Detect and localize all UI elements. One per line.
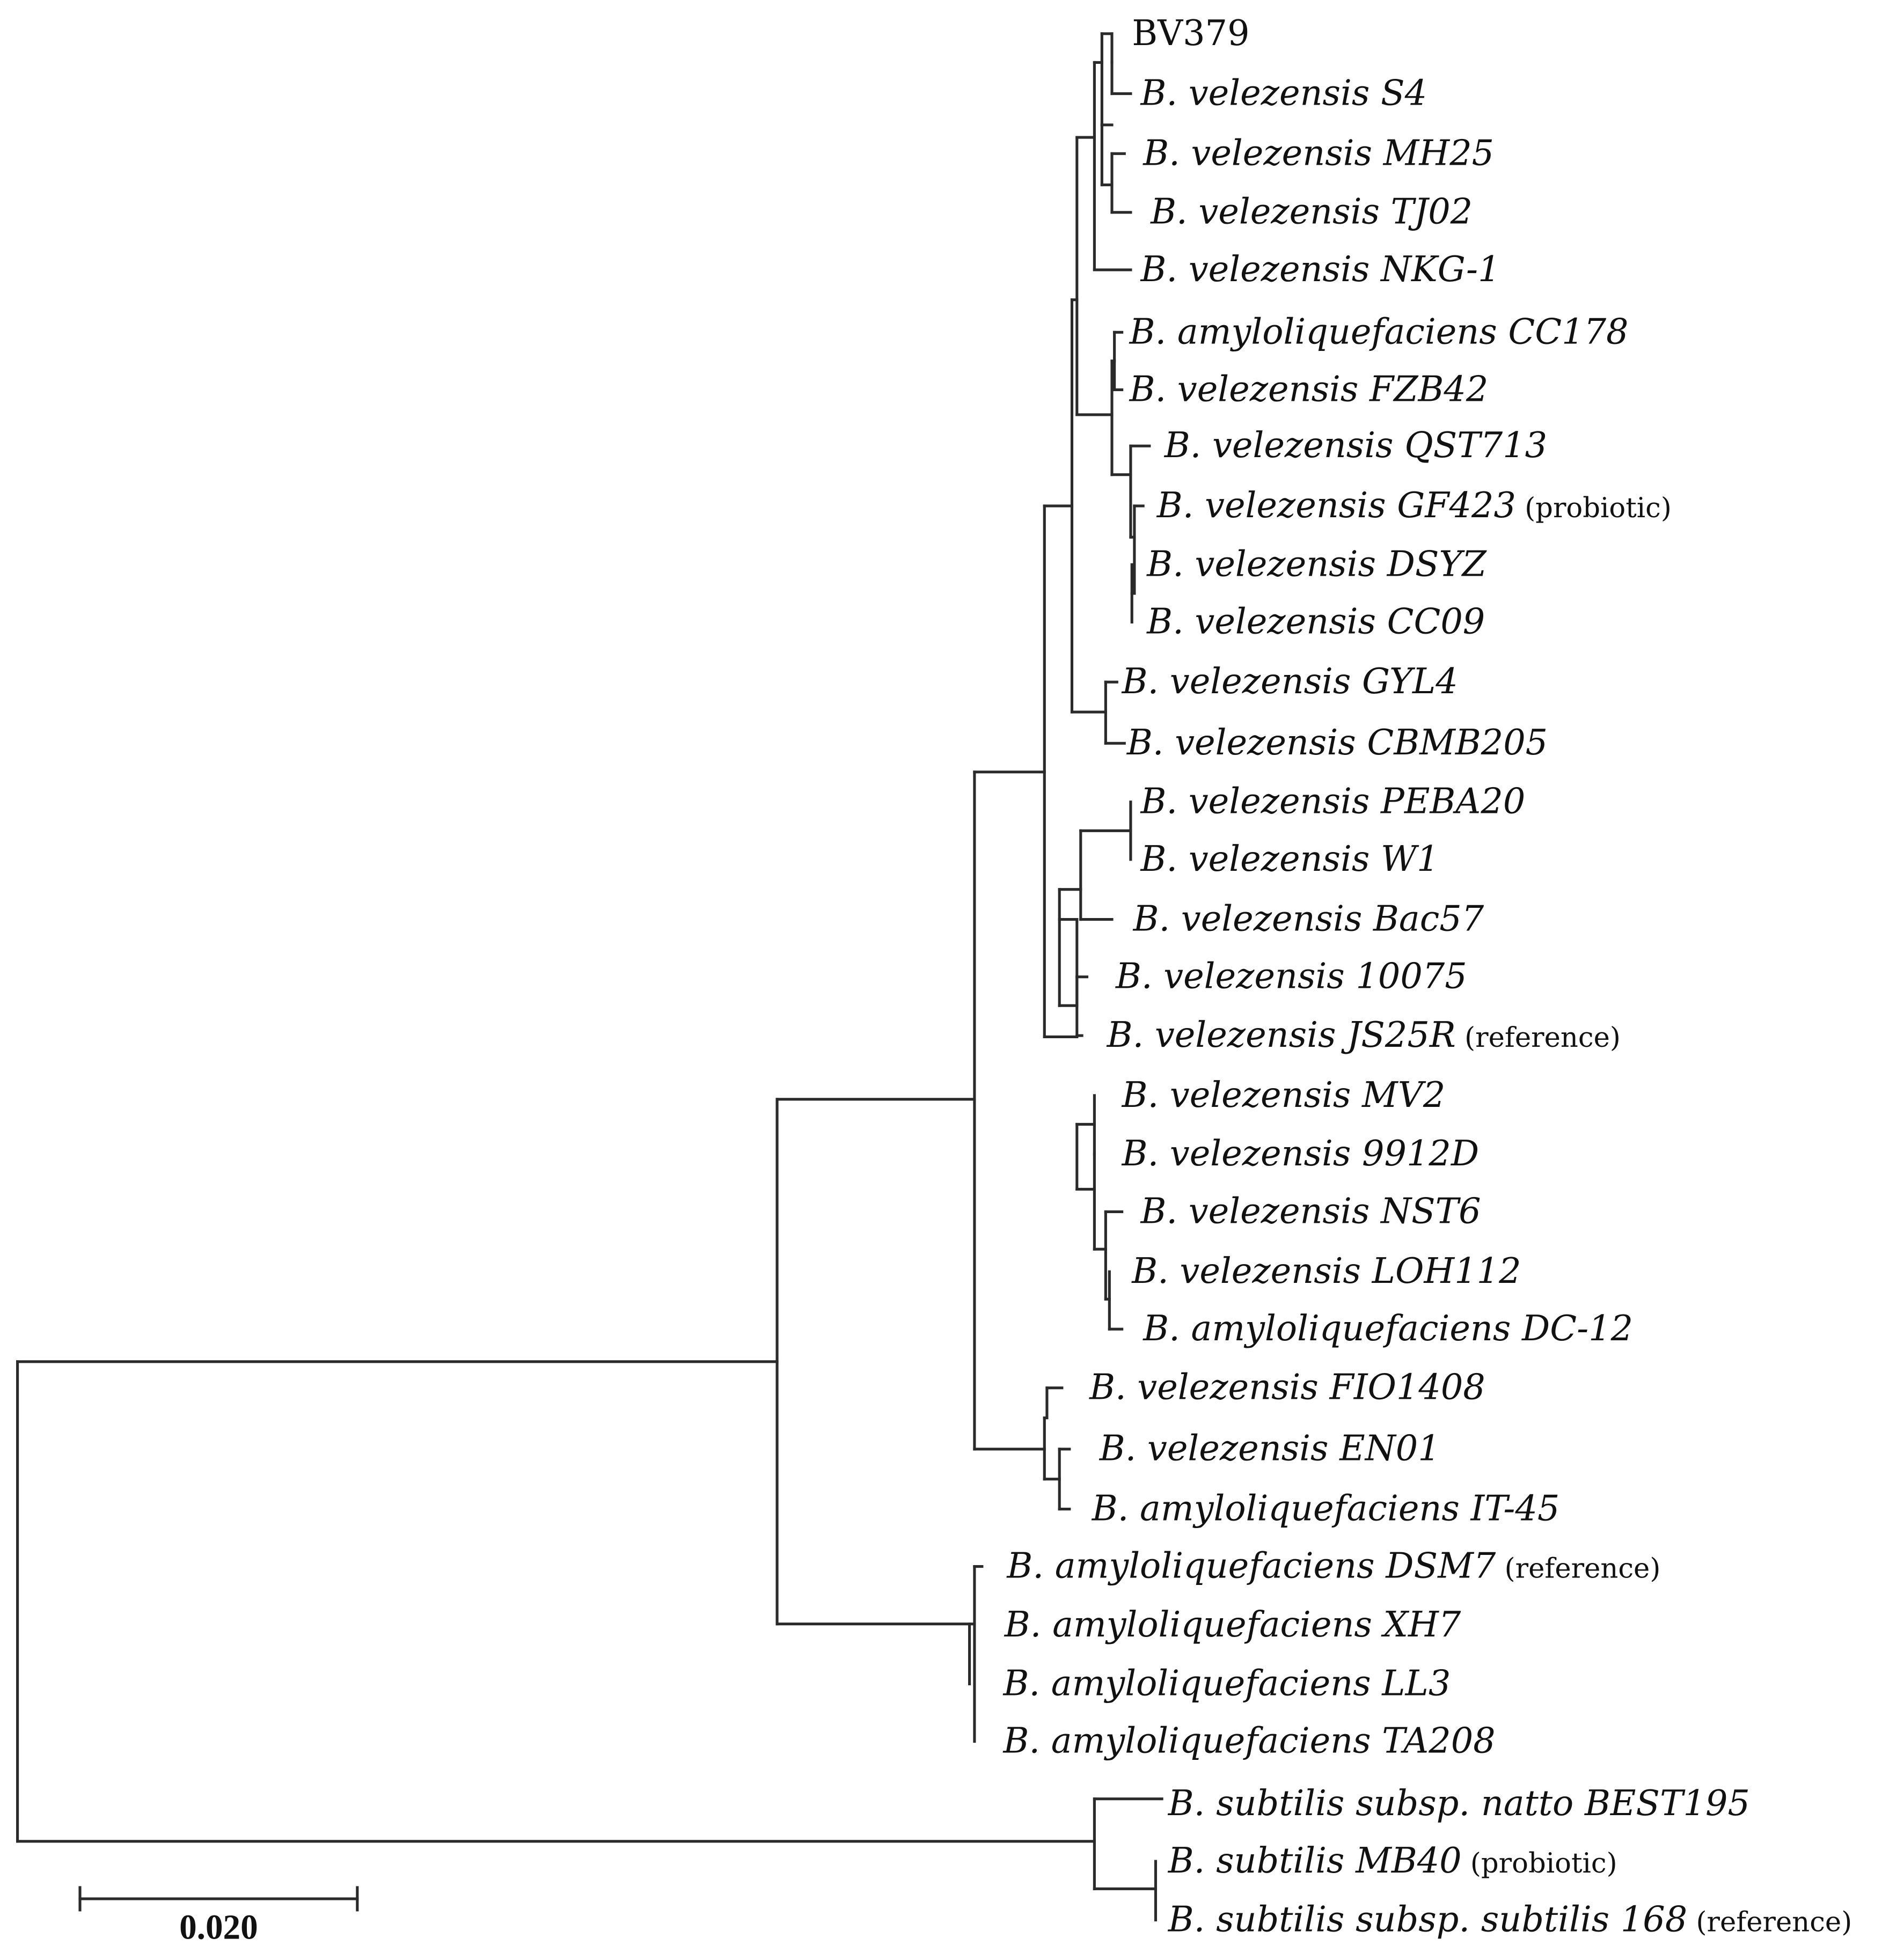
leaf-label-MV2: B. velezensis MV2 [1122,1075,1446,1115]
species-name: B. velezensis 10075 [1115,956,1467,997]
species-name: B. velezensis DSYZ [1146,544,1487,584]
leaf-label-DSM7: B. amyloliquefaciens DSM7 (reference) [1006,1546,1660,1587]
species-name: B. velezensis NKG-1 [1140,249,1500,290]
leaf-label-LOH112: B. velezensis LOH112 [1131,1251,1521,1291]
species-name: B. velezensis MV2 [1122,1075,1446,1115]
leaf-label-MB40: B. subtilis MB40 (probiotic) [1168,1840,1617,1881]
species-name: B. velezensis EN01 [1099,1428,1440,1469]
strain-note: (probiotic) [1516,492,1672,524]
leaf-label-TA208: B. amyloliquefaciens TA208 [1002,1721,1495,1761]
leaf-label-IT-45: B. amyloliquefaciens IT-45 [1092,1488,1560,1529]
strain-note: (reference) [1687,1906,1852,1938]
species-name: B. subtilis MB40 [1168,1840,1462,1881]
leaf-label-BEST195: B. subtilis subsp. natto BEST195 [1168,1783,1750,1824]
species-name: B. velezensis CC09 [1146,601,1485,642]
species-name: B. amyloliquefaciens IT-45 [1092,1488,1560,1529]
leaf-label-S4: B. velezensis S4 [1140,73,1427,114]
strain-name: BV379 [1132,13,1249,54]
leaf-label-JS25R: B. velezensis JS25R (reference) [1107,1015,1621,1055]
species-name: B. velezensis NST6 [1140,1191,1481,1231]
species-name: B. velezensis QST713 [1164,425,1547,466]
species-name: B. velezensis Bac57 [1133,899,1484,939]
leaf-label-GF423: B. velezensis GF423 (probiotic) [1156,485,1672,526]
leaf-label-LL3: B. amyloliquefaciens LL3 [1002,1663,1451,1704]
species-name: B. subtilis subsp. subtilis 168 [1168,1899,1687,1940]
species-name: B. velezensis CBMB205 [1126,722,1548,763]
leaf-label-GYL4: B. velezensis GYL4 [1122,661,1458,702]
leaf-label-MH25: B. velezensis MH25 [1143,133,1494,173]
leaf-label-Bac57: B. velezensis Bac57 [1133,899,1484,939]
species-name: B. velezensis FIO1408 [1089,1367,1485,1408]
leaf-label-CBMB205: B. velezensis CBMB205 [1126,722,1548,763]
leaf-label-FIO1408: B. velezensis FIO1408 [1089,1367,1485,1408]
leaf-label-QST713: B. velezensis QST713 [1164,425,1547,466]
species-name: B. amyloliquefaciens XH7 [1004,1604,1461,1645]
leaf-label-XH7: B. amyloliquefaciens XH7 [1004,1604,1461,1645]
leaf-label-9912D: B. velezensis 9912D [1122,1133,1480,1174]
strain-note: (probiotic) [1462,1847,1617,1880]
species-name: B. velezensis JS25R [1107,1015,1456,1055]
species-name: B. amyloliquefaciens DSM7 [1006,1546,1496,1587]
leaf-label-FZB42: B. velezensis FZB42 [1129,369,1489,409]
scale-bar: 0.020 [78,1886,359,1947]
tree-branches [16,32,1163,1922]
species-name: B. amyloliquefaciens LL3 [1002,1663,1451,1704]
species-name: B. amyloliquefaciens CC178 [1129,311,1629,352]
scale-bar-label: 0.020 [179,1908,258,1947]
species-name: B. velezensis 9912D [1122,1133,1480,1174]
strain-note: (reference) [1496,1553,1660,1585]
leaf-label-168: B. subtilis subsp. subtilis 168 (referen… [1168,1899,1852,1940]
leaf-label-NST6: B. velezensis NST6 [1140,1191,1481,1231]
species-name: B. velezensis GF423 [1156,485,1516,526]
leaf-label-DSYZ: B. velezensis DSYZ [1146,544,1487,584]
leaf-label-W1: B. velezensis W1 [1140,839,1439,879]
species-name: B. velezensis W1 [1140,839,1439,879]
leaf-label-CC09: B. velezensis CC09 [1146,601,1485,642]
species-name: B. velezensis TJ02 [1150,192,1473,232]
species-name: B. velezensis S4 [1140,73,1427,114]
species-name: B. amyloliquefaciens TA208 [1002,1721,1495,1761]
species-name: B. velezensis FZB42 [1129,369,1489,409]
species-name: B. amyloliquefaciens DC-12 [1143,1308,1633,1349]
species-name: B. velezensis PEBA20 [1140,781,1526,822]
leaf-label-TJ02: B. velezensis TJ02 [1150,192,1473,232]
leaf-label-EN01: B. velezensis EN01 [1099,1428,1440,1469]
species-name: B. velezensis GYL4 [1122,661,1458,702]
strain-note: (reference) [1456,1022,1621,1054]
leaf-label-BV379: BV379 [1132,13,1249,54]
leaf-labels: BV379 B. velezensis S4 B. velezensis MH25B… [1002,13,1852,1940]
leaf-label-DC-12: B. amyloliquefaciens DC-12 [1143,1308,1633,1349]
species-name: B. subtilis subsp. natto BEST195 [1168,1783,1750,1824]
leaf-label-CC178: B. amyloliquefaciens CC178 [1129,311,1629,352]
leaf-label-NKG-1: B. velezensis NKG-1 [1140,249,1500,290]
species-name: B. velezensis LOH112 [1131,1251,1521,1291]
leaf-label-10075: B. velezensis 10075 [1115,956,1467,997]
species-name: B. velezensis MH25 [1143,133,1494,173]
leaf-label-PEBA20: B. velezensis PEBA20 [1140,781,1526,822]
